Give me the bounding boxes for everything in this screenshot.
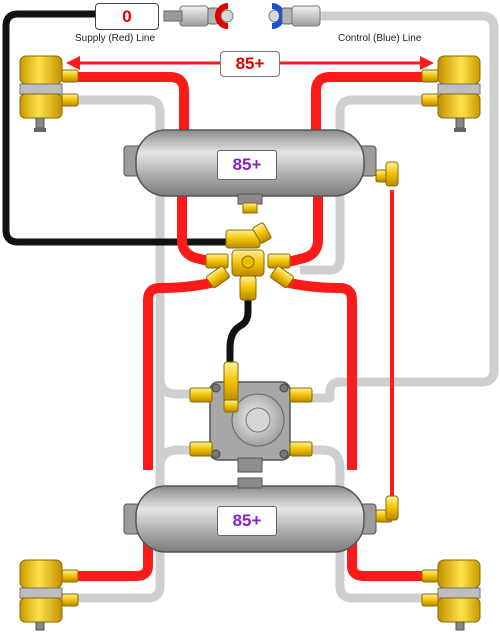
glad-hand-red-icon (163, 3, 234, 29)
supply-line-label: Supply (Red) Line (75, 33, 156, 44)
lower-tank-pressure-readout: 85+ (217, 506, 277, 536)
chamber-line-pressure-readout: 85+ (220, 51, 280, 77)
brake-chamber-top-right-icon (421, 55, 481, 132)
elbow-fitting-lower-icon (375, 495, 399, 523)
relay-valve-icon (189, 361, 313, 473)
upper-tank-pressure-readout: 85+ (217, 150, 277, 180)
glad-hand-blue-icon (268, 3, 321, 29)
brake-chamber-top-left-icon (19, 55, 79, 132)
control-line-label: Control (Blue) Line (338, 33, 422, 44)
manifold-tee-fittings-icon (205, 222, 294, 301)
elbow-fitting-upper-icon (375, 161, 399, 187)
supply-line-hoses (76, 72, 424, 581)
supply-pressure-readout: 0 (95, 3, 159, 30)
brake-chamber-bottom-right-icon (421, 559, 481, 631)
black-hoses (2, 10, 252, 366)
brake-chamber-bottom-left-icon (19, 559, 79, 631)
